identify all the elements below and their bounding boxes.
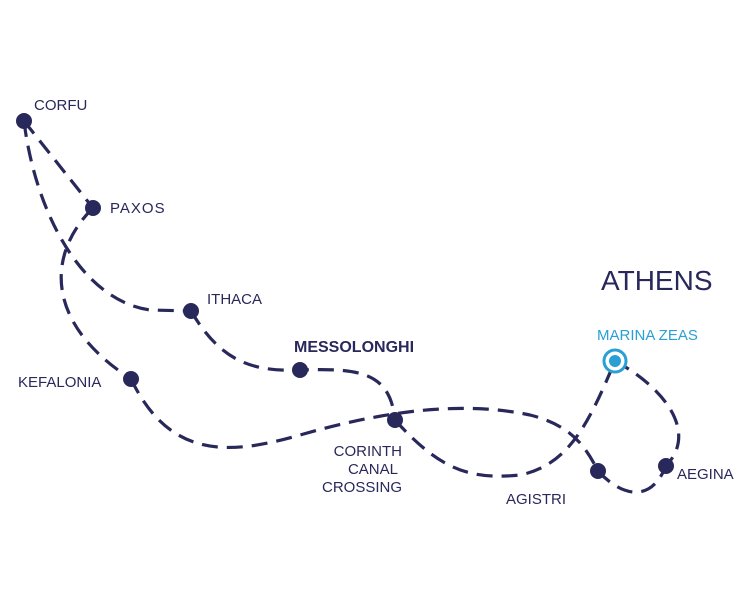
route-corinth-marinazeas: [393, 360, 617, 478]
stop-dot-corfu[interactable]: [16, 113, 32, 129]
stop-dot-kefalonia[interactable]: [123, 371, 139, 387]
stop-label-kefalonia: KEFALONIA: [18, 374, 102, 391]
stop-label-aegina: AEGINA: [677, 466, 734, 483]
route-agistri-aegina: [596, 465, 668, 494]
stop-label-marina-zeas: MARINA ZEAS: [597, 327, 698, 344]
stop-label-messolonghi: MESSOLONGHI: [294, 339, 415, 356]
stop-label-agistri: AGISTRI: [506, 491, 567, 508]
stop-label-corfu: CORFU: [34, 97, 88, 114]
stop-dot-ithaca[interactable]: [183, 303, 199, 319]
stop-dot-corinth[interactable]: [387, 412, 403, 428]
region-label-athens: ATHENS: [601, 265, 713, 296]
route-corfu-paxos: [22, 120, 95, 209]
stop-markers: [16, 113, 674, 479]
route-paxos-kefalonia: [59, 206, 132, 381]
route-marinazeas-aegina: [614, 359, 681, 468]
route-ithaca-messolonghi: [189, 310, 397, 421]
route-corfu-ithaca: [22, 120, 192, 313]
stop-label-line: CORINTH: [333, 443, 402, 460]
stop-dot-aegina[interactable]: [658, 458, 674, 474]
stop-label-line: CANAL: [347, 461, 398, 478]
stop-dot-messolonghi[interactable]: [292, 362, 308, 378]
route-kefalonia-agistri: [129, 378, 600, 472]
stop-dot-paxos[interactable]: [85, 200, 101, 216]
stop-label-paxos: PAXOS: [110, 200, 166, 217]
stop-marker-marina-zeas[interactable]: [602, 348, 628, 374]
stop-label-line: CROSSING: [321, 479, 402, 496]
stop-label-ithaca: ITHACA: [207, 291, 263, 308]
stop-label-corinth-canal-crossing: CORINTH CANAL CROSSING: [312, 443, 402, 497]
stop-dot-agistri[interactable]: [590, 463, 606, 479]
